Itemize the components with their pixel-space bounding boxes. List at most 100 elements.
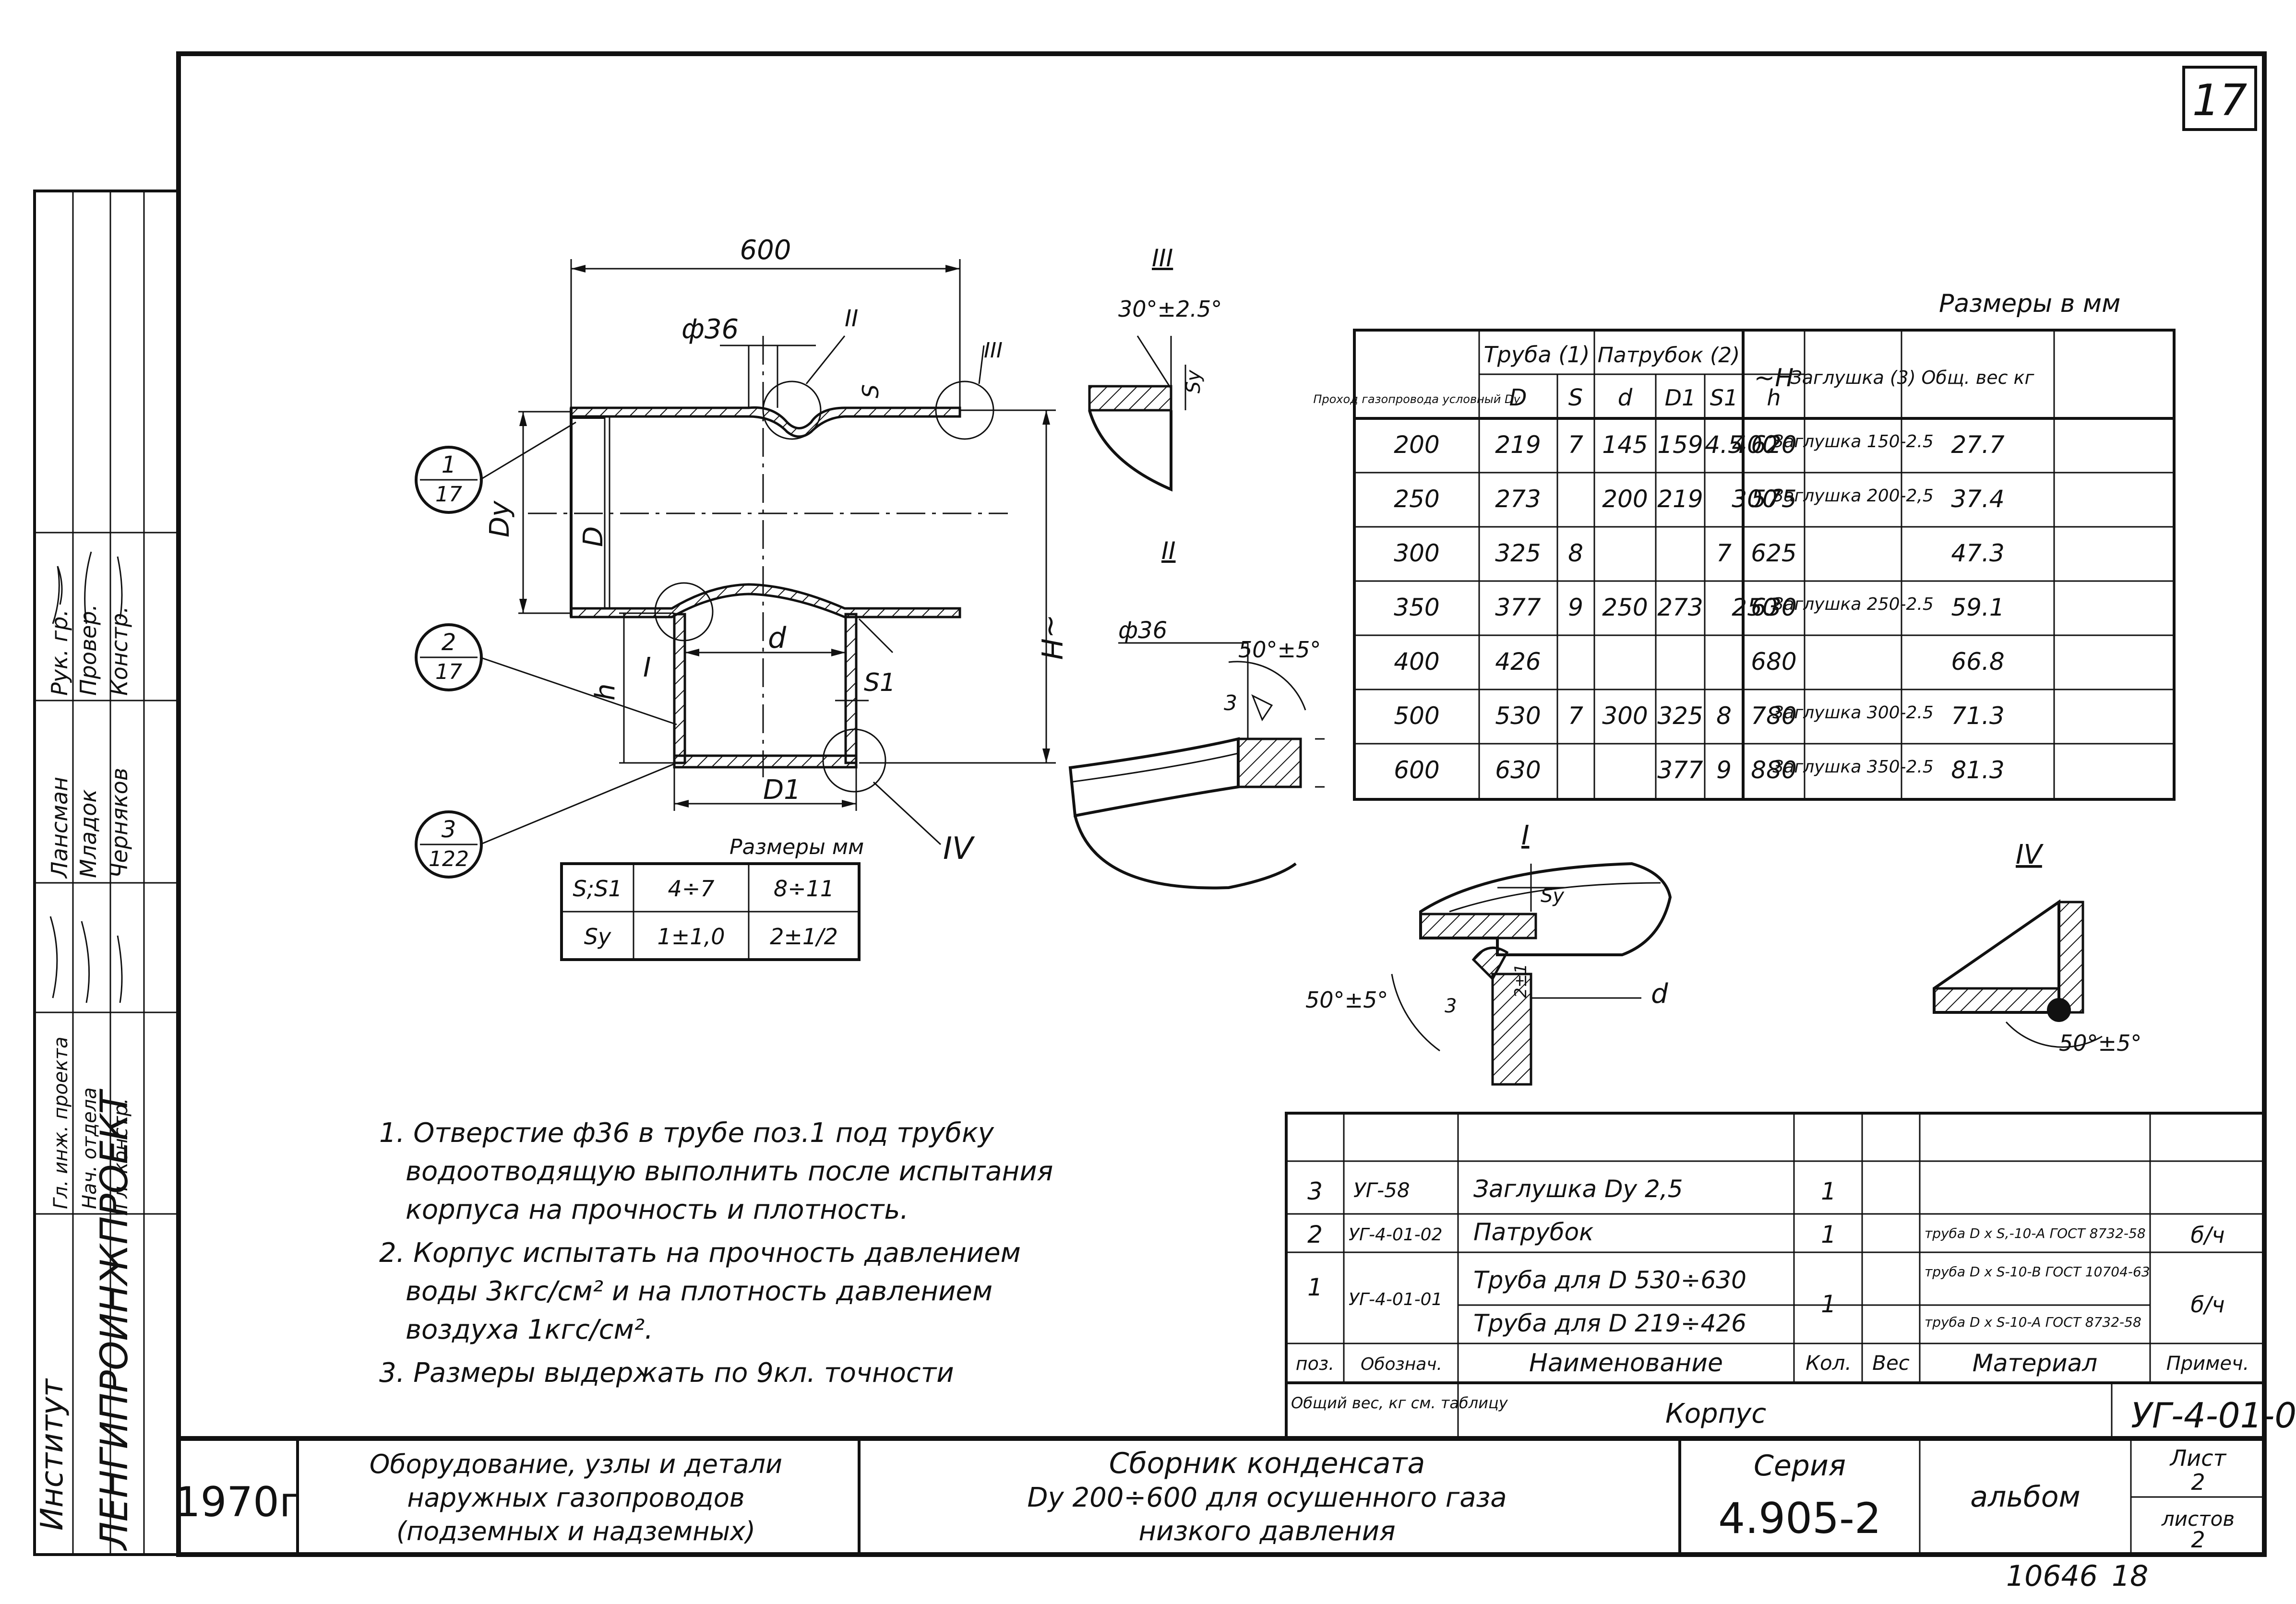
detail-II-angle: 50°±5° xyxy=(1238,637,1321,663)
dims-cell-r4-c1: 350 xyxy=(1394,594,1439,621)
dims-cell-r4-c8: 630 xyxy=(1751,594,1796,621)
callout-3: 3 122 xyxy=(415,810,483,879)
dims-cell-r1-c6: 4.5 xyxy=(1705,431,1743,459)
spec-code-1: УГ-4-01-01 xyxy=(1349,1290,1443,1309)
small-r1-c3: 8÷11 xyxy=(774,876,834,902)
small-r1-c2: 4÷7 xyxy=(668,876,714,902)
dims-table-title: Размеры в мм xyxy=(1939,289,2120,318)
dims-cell-r6-c1: 500 xyxy=(1394,702,1439,730)
drawing-title-1: Сборник конденсата xyxy=(1109,1447,1425,1480)
series-label: Серия xyxy=(1754,1449,1846,1483)
title-block-grid xyxy=(179,1436,2264,1555)
drawing-title-2: Dy 200÷600 для осушенного газа xyxy=(1027,1482,1507,1513)
dims-cell-r5-c8: 680 xyxy=(1751,648,1796,676)
detail-IV-title: IV xyxy=(2016,839,2044,870)
series-value: 4.905-2 xyxy=(1718,1494,1881,1543)
dims-cell-r6-c6: 8 xyxy=(1716,702,1732,730)
callout-2-bottom: 17 xyxy=(435,660,462,684)
role-checker: Провер. xyxy=(75,604,101,696)
dim-h-label: h xyxy=(590,684,621,701)
dims-cell-r6-c10: 71.3 xyxy=(1951,702,2004,730)
spec-mass-label: Общий вес, кг см. таблицу xyxy=(1291,1394,1508,1412)
dims-sub-h: h xyxy=(1767,385,1781,411)
sheet-value: 2 xyxy=(2191,1469,2205,1495)
dim-600-label: 600 xyxy=(740,235,791,266)
main-section-view xyxy=(479,259,1056,845)
callout-1-bottom: 17 xyxy=(435,482,462,507)
sheets-value: 2 xyxy=(2191,1527,2205,1553)
dims-cell-r1-c8: 620 xyxy=(1751,431,1796,459)
dims-cell-r3-c10: 47.3 xyxy=(1951,539,2004,567)
dim-dy-label: Dy xyxy=(484,500,515,537)
spec-head-qty: Кол. xyxy=(1806,1351,1852,1375)
dims-cell-r4-c5: 273 xyxy=(1657,594,1703,621)
dims-cell-r5-c1: 400 xyxy=(1394,648,1439,676)
spec-head-pos: поз. xyxy=(1296,1353,1334,1374)
dims-cell-r7-c8: 880 xyxy=(1751,756,1796,784)
album-label: альбом xyxy=(1970,1480,2080,1514)
dims-cell-r7-c1: 600 xyxy=(1394,756,1439,784)
spec-head-material: Материал xyxy=(1973,1349,2098,1377)
note-line-5: воды 3кгс/см² и на плотность давлением xyxy=(406,1276,993,1307)
institute-label: Институт xyxy=(35,1378,70,1531)
spec-code-2: УГ-4-01-02 xyxy=(1349,1225,1443,1245)
dims-cell-r1-c1: 200 xyxy=(1394,431,1439,459)
ref-III-label: III xyxy=(984,338,1003,363)
detail-III-angle: 30°±2.5° xyxy=(1118,296,1222,322)
dims-cell-r5-c2: 426 xyxy=(1495,648,1541,676)
dims-cell-r2-c2: 273 xyxy=(1495,485,1541,513)
dims-cell-r2-c5: 219 xyxy=(1657,485,1703,513)
dim-d-label: d xyxy=(768,621,787,655)
callout-1: 1 17 xyxy=(415,446,483,514)
detail-I-gap: 2±1 xyxy=(1511,963,1531,998)
detail-IV-angle: 50°±5° xyxy=(2059,1030,2141,1056)
dims-cell-r6-c9: Заглушка 300-2.5 xyxy=(1772,703,1934,723)
small-table-grid xyxy=(560,862,861,961)
dims-cell-r1-c2: 219 xyxy=(1495,431,1541,459)
note-line-2: водоотводящую выполнить после испытания xyxy=(406,1156,1053,1187)
dims-sub-S: S xyxy=(1568,384,1583,411)
sheet-frame xyxy=(33,51,2267,1557)
detail-I-angle: 50°±5° xyxy=(1305,987,1388,1013)
dims-sub-d: d xyxy=(1618,384,1633,411)
dims-cell-r2-c8: 575 xyxy=(1751,485,1796,513)
spec-part-code: УГ-4-01-00 xyxy=(2131,1395,2296,1436)
dims-cell-r6-c3: 7 xyxy=(1568,702,1583,730)
callout-2-top: 2 xyxy=(442,629,456,656)
spec-head-code: Обознач. xyxy=(1361,1354,1442,1374)
spec-note-1: б/ч xyxy=(2190,1292,2224,1318)
dims-cell-r2-c4: 200 xyxy=(1602,485,1648,513)
detail-I xyxy=(1391,862,1672,1086)
detail-III-title: III xyxy=(1152,244,1173,272)
note-line-3: корпуса на прочность и плотность. xyxy=(406,1194,909,1225)
detail-I-sy: Sy xyxy=(1541,885,1565,907)
detail-II-title: II xyxy=(1161,537,1176,565)
detail-III-sy: Sy xyxy=(1183,369,1205,393)
binding-strip-labels: Институт ЛЕНГИПРОИНЖПРОЕКТ Гл. инж. прое… xyxy=(35,551,136,1551)
spec-head-name: Наименование xyxy=(1529,1349,1723,1378)
dims-cell-r7-c5: 377 xyxy=(1657,756,1703,784)
dims-cell-r3-c8: 625 xyxy=(1751,539,1796,567)
detail-I-title: I xyxy=(1521,820,1530,851)
dims-cell-r3-c2: 325 xyxy=(1495,539,1541,567)
ref-II-label: II xyxy=(845,305,858,332)
dims-head-plug: Заглушка (3) xyxy=(1790,367,1915,388)
dims-cell-r2-c1: 250 xyxy=(1394,485,1439,513)
role-dept-head: Нач. отдела xyxy=(79,1087,101,1209)
spec-head-mass: Вес xyxy=(1872,1351,1910,1375)
sheet-number: 17 xyxy=(2192,75,2248,126)
title-collection: Оборудование, узлы и детали наружных газ… xyxy=(370,1449,782,1546)
spec-pos-3: 3 xyxy=(1307,1177,1323,1205)
dims-cell-r1-c10: 27.7 xyxy=(1951,431,2005,459)
note-line-1: 1. Отверстие ф36 в трубе поз.1 под трубк… xyxy=(379,1117,994,1149)
dim-H-label: ~H xyxy=(1034,614,1068,660)
detail-I-d: d xyxy=(1651,978,1668,1010)
detail-I-weld: 3 xyxy=(1445,995,1457,1017)
small-table-title: Размеры мм xyxy=(729,835,864,859)
callout-3-bottom: 122 xyxy=(429,847,469,871)
small-r1-c1: S;S1 xyxy=(573,876,622,902)
dims-sub-D1: D1 xyxy=(1665,385,1696,411)
note-line-4: 2. Корпус испытать на прочность давление… xyxy=(379,1237,1021,1269)
signature-marks xyxy=(49,551,123,1003)
